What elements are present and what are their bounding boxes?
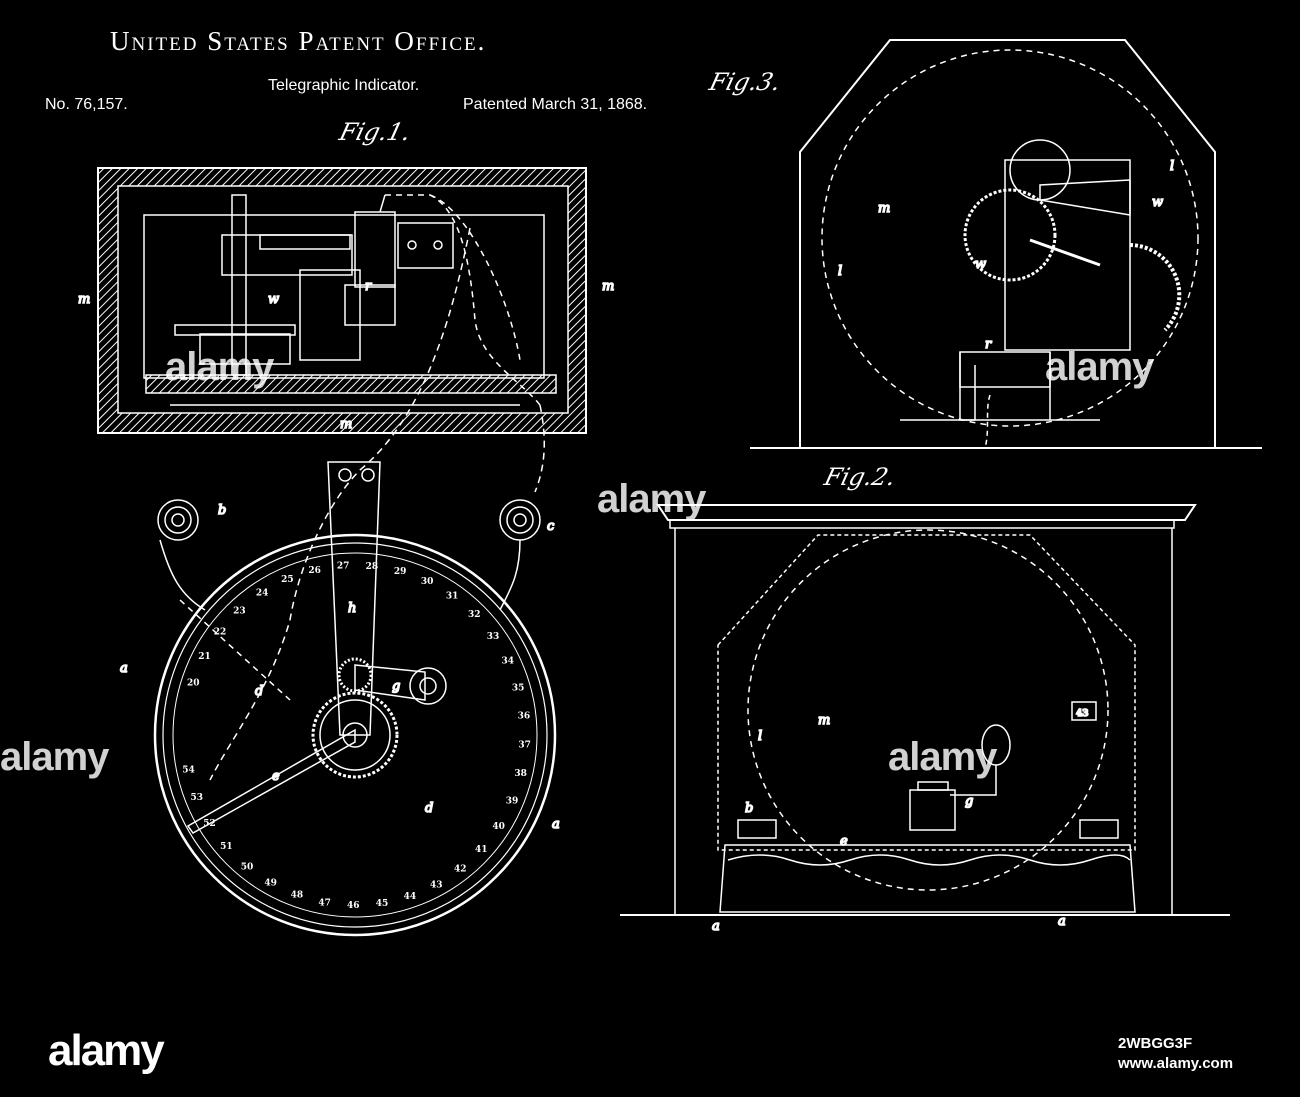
dial-number: 47 [318,898,331,908]
dial-number: 46 [347,901,360,911]
dial-number: 54 [182,766,195,776]
dial-number: 35 [512,683,525,693]
fig1-label-m-bottom: m [340,417,352,432]
fig3-label-m: m [878,201,890,216]
dial-number: 32 [468,610,481,620]
fig1-label-m-left: m [78,292,90,307]
fig3-label-w-right: w [1152,195,1163,210]
dial-number: 26 [308,566,321,576]
alamy-logo: alamy [48,1026,163,1076]
dial-number: 21 [198,652,211,662]
fig2-label-l: l [758,729,762,744]
fig3-label-l-left: l [838,264,842,279]
dial-number: 45 [376,899,389,909]
fig2-label-m: m [818,713,830,728]
watermark-text: alamy [0,735,108,780]
fig3-caption: Fig.3. [707,68,784,96]
fig3-label-w-left: w [975,257,986,272]
dial-number: 34 [502,657,515,667]
watermark-text: alamy [1045,345,1153,390]
site-url: www.alamy.com [1118,1055,1233,1072]
fig2-caption: Fig.2. [822,463,899,491]
dial-number: 42 [454,864,467,874]
fig3-label-l-right: l [1170,159,1174,174]
dial-number: 53 [191,793,204,803]
fig2-label-a-left: a [712,919,720,934]
fig2-label-a-right: a [1058,914,1066,929]
dial-number: 24 [256,589,269,599]
dial-number: 40 [492,822,505,832]
fig1-label-a-right: a [552,817,560,832]
dial-number: 36 [518,712,531,722]
fig2-cabinet [620,505,1230,915]
dial-number: 20 [187,679,200,689]
fig1-label-d-upper: d [255,684,263,699]
fig3-label-r: r [985,337,992,352]
fig1-caption: Fig.1. [337,118,414,146]
fig1-label-b: b [218,503,226,518]
watermark-text: alamy [165,345,273,390]
fig1-label-m-right: m [602,279,614,294]
watermark-text: alamy [888,735,996,780]
fig1-dial [155,462,555,935]
watermark-text: alamy [597,477,705,522]
dial-number: 25 [281,575,294,585]
dial-number: 41 [475,845,488,855]
fig2-label-e: e [840,834,848,849]
indicator-value: 43 [1076,709,1089,719]
dial-number: 23 [233,606,246,616]
image-id: 2WBGG3F [1118,1035,1192,1052]
fig2-label-g: g [965,794,973,809]
fig1-label-d-lower: d [425,801,433,816]
fig1-label-a-left: a [120,661,128,676]
dial-number: 51 [220,842,233,852]
dial-number: 37 [518,740,531,750]
fig1-label-h: h [348,601,356,616]
fig2-label-b: b [745,801,753,816]
dial-number: 28 [366,562,379,572]
dial-number: 30 [421,577,434,587]
fig1-label-c: c [547,519,555,534]
fig1-label-g: g [392,679,400,694]
dial-number: 22 [214,628,227,638]
dial-number: 49 [264,879,277,889]
dial-number: 43 [430,880,443,890]
fig1-label-e: e [272,769,280,784]
dial-number: 27 [337,561,350,571]
dial-number: 39 [506,796,519,806]
dial-number: 31 [446,592,459,602]
fig1-label-r: r [365,279,372,294]
fig1-section-box [98,168,586,433]
dial-number: 50 [241,862,254,872]
fig1-label-w: w [268,292,279,307]
dial-number: 29 [394,567,407,577]
dial-number: 52 [203,819,216,829]
dial-number: 33 [487,632,500,642]
dial-number: 48 [291,891,304,901]
fig3-housing [750,40,1262,448]
dial-number: 44 [404,892,417,902]
dial-number: 38 [514,769,527,779]
